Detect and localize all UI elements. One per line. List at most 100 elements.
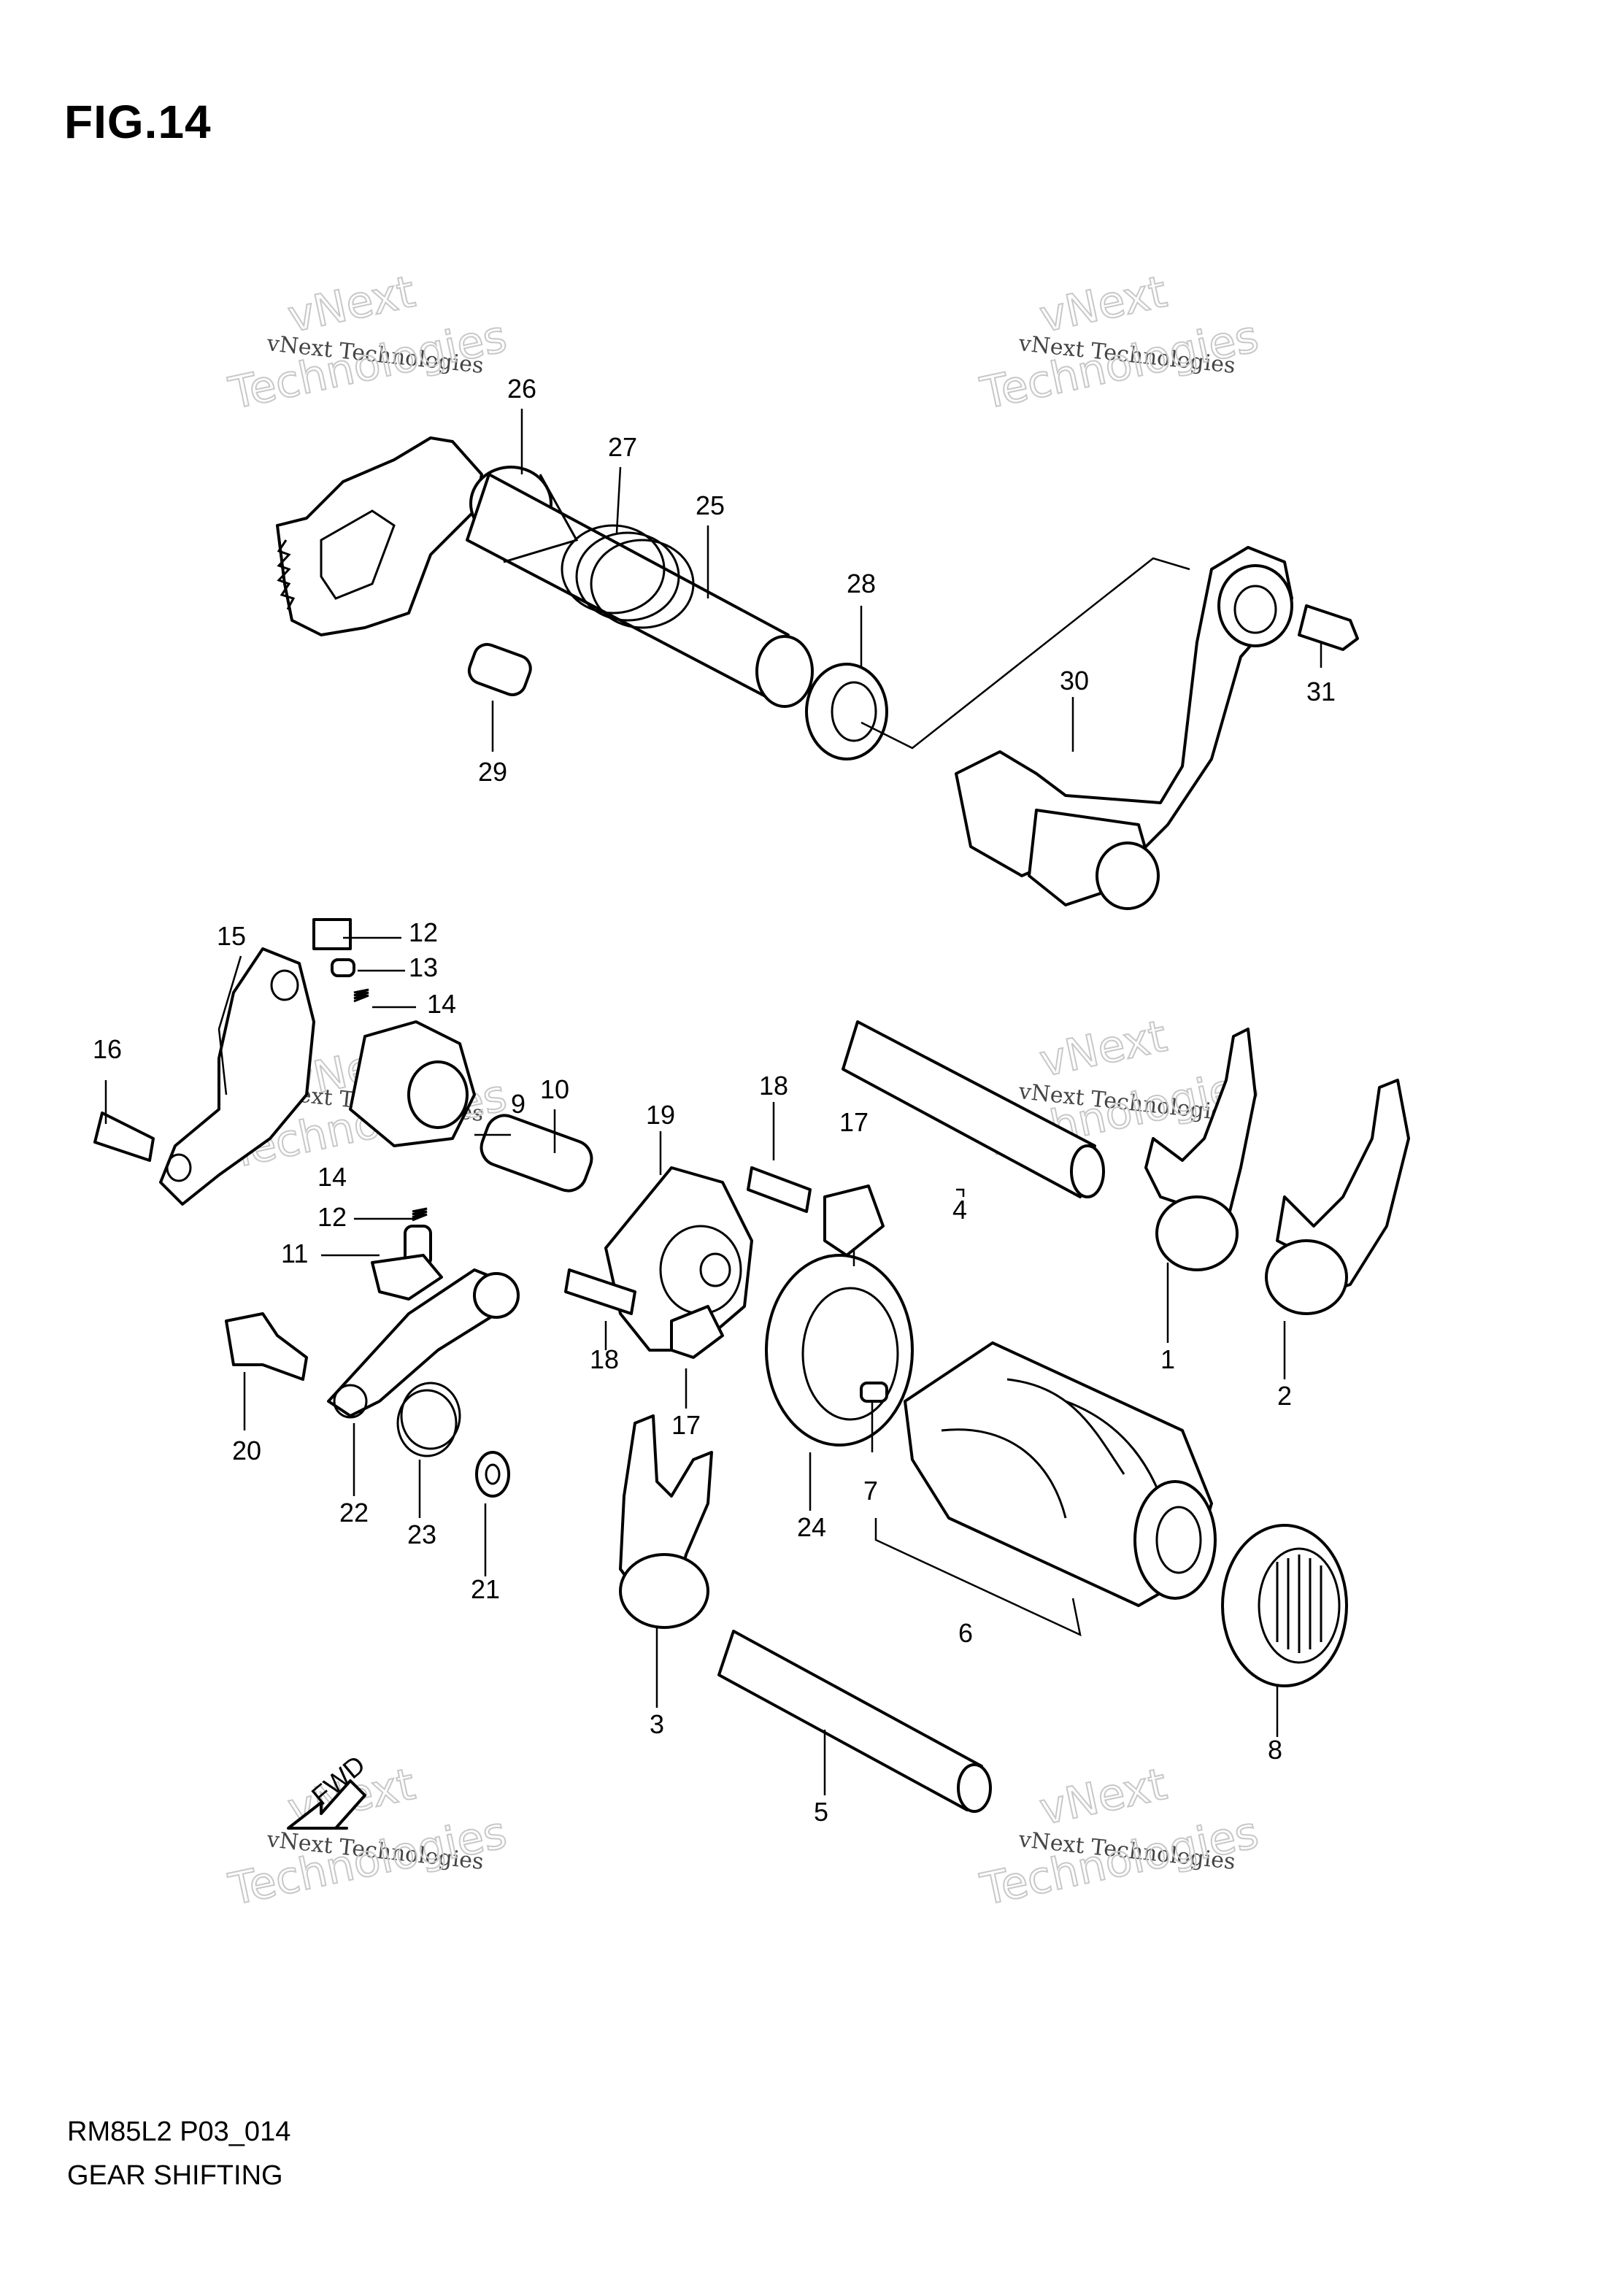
callout-14-lower: 14 <box>317 1162 347 1192</box>
gearshift-shaft-assembly <box>276 436 1359 910</box>
watermark-text: vNext <box>1036 266 1171 343</box>
cam-screw <box>564 1268 636 1315</box>
figure-code: RM85L2 P03_014 <box>67 2116 291 2147</box>
gearshift-fork-assembly: FWD <box>287 1020 1410 1830</box>
callout-10: 10 <box>540 1074 569 1104</box>
callout-8: 8 <box>1268 1735 1282 1765</box>
cam-bearing-inner <box>801 1287 899 1421</box>
figure-name: GEAR SHIFTING <box>67 2160 283 2191</box>
callout-20: 20 <box>232 1436 261 1465</box>
stopper-roller <box>407 1060 469 1129</box>
pawl <box>312 918 352 950</box>
shift-fork-3 <box>619 1414 713 1600</box>
washer <box>475 1451 510 1498</box>
stopper-plate <box>371 1254 443 1301</box>
pedal-tip-end <box>1096 841 1160 910</box>
callout-15: 15 <box>217 921 246 951</box>
pedal-pivot-boss <box>1217 564 1293 647</box>
pawl-spring <box>412 1207 428 1222</box>
gear-hub <box>699 1252 731 1287</box>
callout-7: 7 <box>863 1476 878 1506</box>
callout-27: 27 <box>608 432 637 462</box>
callout-18-lower: 18 <box>590 1344 619 1374</box>
watermark-bottom-left: vNext vNext Technologies Technologies <box>224 1758 512 1916</box>
fork-1-boss <box>1155 1195 1239 1271</box>
cam-groove <box>941 1428 1067 1519</box>
fork-shaft-lower <box>717 1630 983 1811</box>
bearing-needles <box>1276 1555 1322 1653</box>
watermark-text: Technologies <box>977 311 1263 420</box>
callout-19: 19 <box>646 1100 675 1130</box>
plate-hole <box>270 969 299 1001</box>
callout-2: 2 <box>1277 1381 1292 1411</box>
torsion-spring <box>396 1389 458 1457</box>
shift-fork-1 <box>1144 1028 1257 1235</box>
callout-22: 22 <box>339 1498 369 1528</box>
fork-shaft-end <box>957 1763 992 1813</box>
gearshift-cam-plate <box>159 947 315 1206</box>
watermark-text: Technologies <box>225 1807 512 1916</box>
fork-shaft-end <box>1070 1144 1105 1198</box>
needle-bearing-inner <box>1258 1547 1341 1664</box>
cam-guide <box>823 1184 885 1257</box>
watermark-top-left: vNext vNext Technologies Technologies <box>224 266 512 420</box>
callout-18-upper: 18 <box>759 1071 788 1101</box>
fork-shaft-upper <box>842 1020 1096 1198</box>
stopper-bolt <box>480 1114 593 1193</box>
callout-6: 6 <box>958 1618 973 1648</box>
arm-roller <box>473 1272 520 1319</box>
cam-end-bore <box>1155 1506 1202 1574</box>
callout-16: 16 <box>93 1034 122 1064</box>
callout-12-top: 12 <box>409 917 438 947</box>
shift-arm-window <box>320 509 396 600</box>
callout-1: 1 <box>1160 1344 1175 1374</box>
plate-screw <box>93 1112 155 1162</box>
callout-24: 24 <box>797 1512 826 1542</box>
return-spring-coil <box>561 524 666 615</box>
pawl-pin <box>331 958 355 977</box>
return-spring-coil <box>575 531 680 622</box>
watermark-top-right: vNext vNext Technologies Technologies <box>976 266 1264 420</box>
figure-title: FIG.14 <box>64 96 212 148</box>
callout-17-upper: 17 <box>839 1107 869 1137</box>
cam-pin <box>860 1382 888 1403</box>
pawl-spring <box>353 988 369 1003</box>
watermark-text: vNext <box>1036 1759 1171 1835</box>
shift-arm-plate <box>276 436 483 636</box>
shift-cam-driven-gear <box>604 1166 753 1352</box>
callout-4: 4 <box>952 1195 967 1225</box>
bushing-bore <box>831 681 877 742</box>
callout-17-lower: 17 <box>671 1410 701 1440</box>
fork-2-boss <box>1265 1239 1348 1315</box>
cam-stopper-bolt <box>225 1312 308 1381</box>
callout-11: 11 <box>281 1238 308 1268</box>
plate-hole <box>166 1153 192 1182</box>
callout-3: 3 <box>650 1709 664 1739</box>
washer-hole <box>485 1463 501 1485</box>
pedal-bolt <box>1298 604 1359 651</box>
return-spring-arm <box>503 474 579 563</box>
needle-bearing <box>1221 1524 1348 1687</box>
callout-23: 23 <box>407 1519 436 1549</box>
cam-screw <box>747 1166 812 1213</box>
callout-numbers: 1 2 3 4 5 6 7 8 9 10 11 12 12 13 14 14 1… <box>93 374 1336 1827</box>
shaft-splines <box>755 635 814 708</box>
callout-12-lower: 12 <box>317 1202 347 1232</box>
watermark-text: vNext <box>284 266 420 343</box>
callout-25: 25 <box>696 490 725 520</box>
pedal-pivot-bore <box>1233 585 1277 634</box>
watermark-text: vNext <box>1036 1011 1171 1087</box>
callout-9: 9 <box>511 1089 525 1119</box>
callout-26: 26 <box>507 374 536 404</box>
cam-end <box>1133 1480 1217 1600</box>
watermark-text: Technologies <box>225 311 512 420</box>
stopper-pin <box>467 643 532 696</box>
callout-28: 28 <box>847 569 876 598</box>
cam-groove <box>1006 1378 1125 1475</box>
callout-30: 30 <box>1060 666 1089 696</box>
callout-21: 21 <box>471 1574 500 1604</box>
leader-lines <box>104 409 1322 1795</box>
gearshift-stopper-assembly <box>93 918 885 1498</box>
cam-bearing <box>765 1254 914 1446</box>
fork-3-boss <box>619 1553 709 1629</box>
